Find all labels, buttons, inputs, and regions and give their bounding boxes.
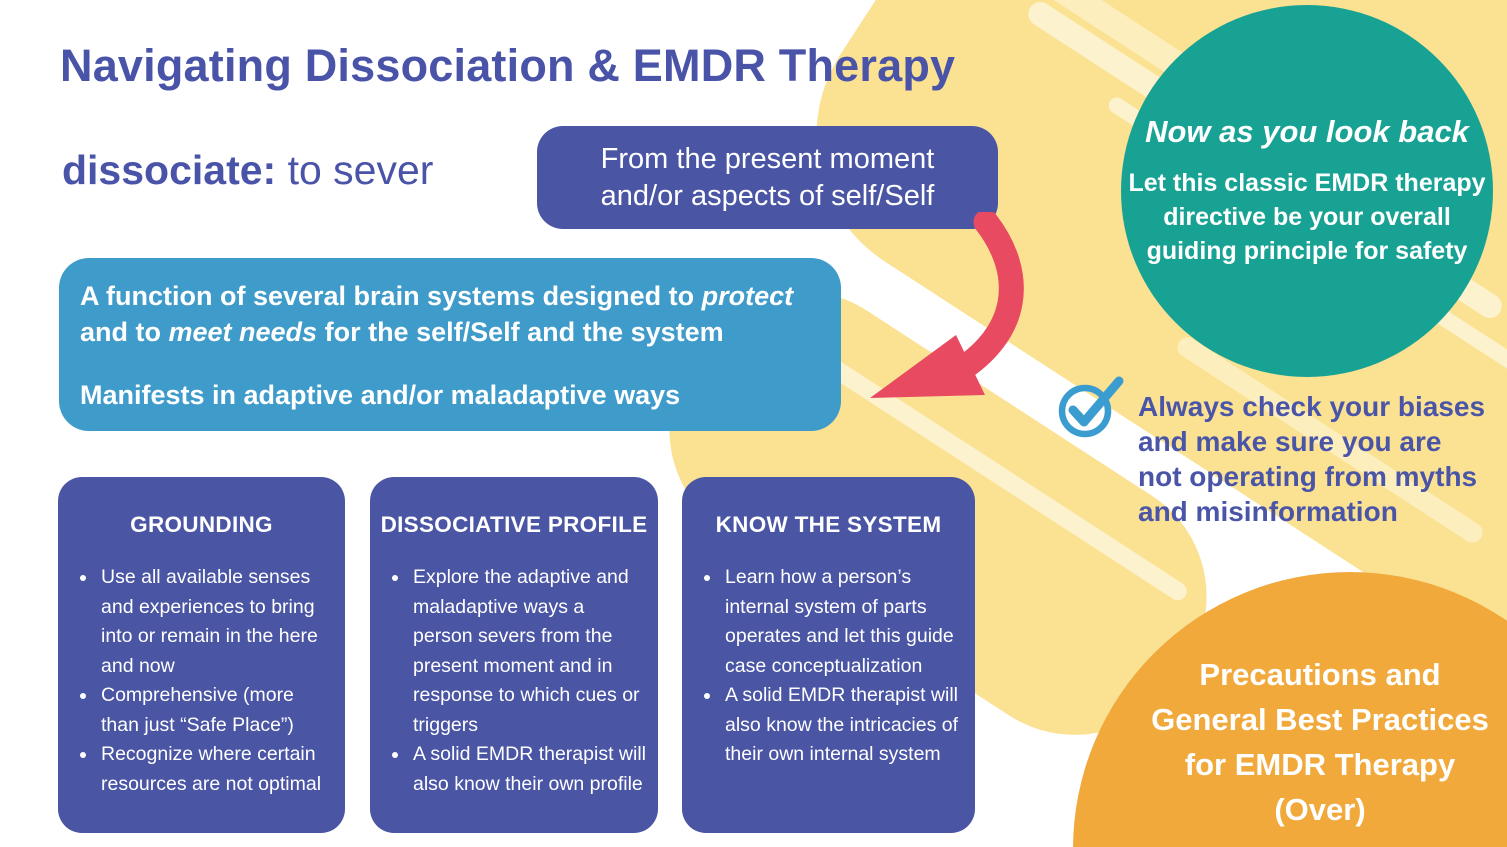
bullet-item: Learn how a person’s internal system of … [722,563,963,681]
definition-line: dissociate: to sever [62,147,433,194]
card-bullet-list: Use all available senses and experiences… [58,563,345,799]
look-back-circle: Now as you look back Let this classic EM… [1121,5,1493,377]
function-description-box: A function of several brain systems desi… [59,258,841,431]
bias-note-line-2: and make sure you are [1138,426,1442,457]
function-emphasis-meet-needs: meet needs [168,317,318,347]
check-circle-icon [1058,376,1124,438]
bias-note-line-1: Always check your biases [1138,391,1486,422]
pill-line-1: From the present moment [600,142,935,175]
bullet-item: Use all available senses and experiences… [98,563,333,681]
function-paragraph-2: Manifests in adaptive and/or maladaptive… [80,380,681,410]
function-paragraph-1: A function of several brain systems desi… [80,278,825,350]
card-bullet-list: Explore the adaptive and maladaptive way… [370,563,658,799]
curved-red-arrow-icon [870,212,1024,398]
from-present-moment-pill: From the present moment and/or aspects o… [537,126,998,229]
card-title: DISSOCIATIVE PROFILE [380,512,648,537]
look-back-line-1: Let this classic EMDR therapy [1128,169,1486,197]
function-emphasis-protect: protect [701,281,794,311]
function-text: for the self/Self and the system [317,317,724,347]
card-know-the-system: KNOW THE SYSTEM Learn how a person’s int… [682,477,975,833]
look-back-line-3: guiding principle for safety [1146,237,1468,265]
bullet-item: A solid EMDR therapist will also know th… [722,681,963,770]
card-title: KNOW THE SYSTEM [715,512,942,537]
card-title: GROUNDING [130,512,273,537]
precautions-line-1: Precautions and [1199,657,1441,692]
definition-rest: to sever [276,147,434,193]
precautions-line-3: for EMDR Therapy [1184,747,1456,782]
precautions-line-4: (Over) [1274,792,1366,827]
precautions-circle: Precautions and General Best Practices f… [1073,572,1507,847]
precautions-line-2: General Best Practices [1151,702,1489,737]
bias-note-line-4: and misinformation [1138,496,1398,527]
function-text: and to [80,317,169,347]
card-bullet-list: Learn how a person’s internal system of … [682,563,975,770]
pill-line-2: and/or aspects of self/Self [600,179,935,212]
precautions-text: Precautions and General Best Practices f… [1085,652,1507,832]
card-dissociative-profile: DISSOCIATIVE PROFILE Explore the adaptiv… [370,477,658,833]
bullet-item: A solid EMDR therapist will also know th… [410,740,646,799]
definition-term: dissociate: [62,147,277,193]
function-text: A function of several brain systems desi… [80,281,702,311]
look-back-line-2: directive be your overall [1163,203,1451,231]
page-title: Navigating Dissociation & EMDR Therapy [60,40,956,91]
card-grounding: GROUNDING Use all available senses and e… [58,477,345,833]
bias-note-line-3: not operating from myths [1138,461,1478,492]
bullet-item: Recognize where certain resources are no… [98,740,333,799]
look-back-heading: Now as you look back [1145,114,1469,149]
bias-note: Always check your biases and make sure y… [1138,389,1485,529]
bullet-item: Explore the adaptive and maladaptive way… [410,563,646,740]
bullet-item: Comprehensive (more than just “Safe Plac… [98,681,333,740]
